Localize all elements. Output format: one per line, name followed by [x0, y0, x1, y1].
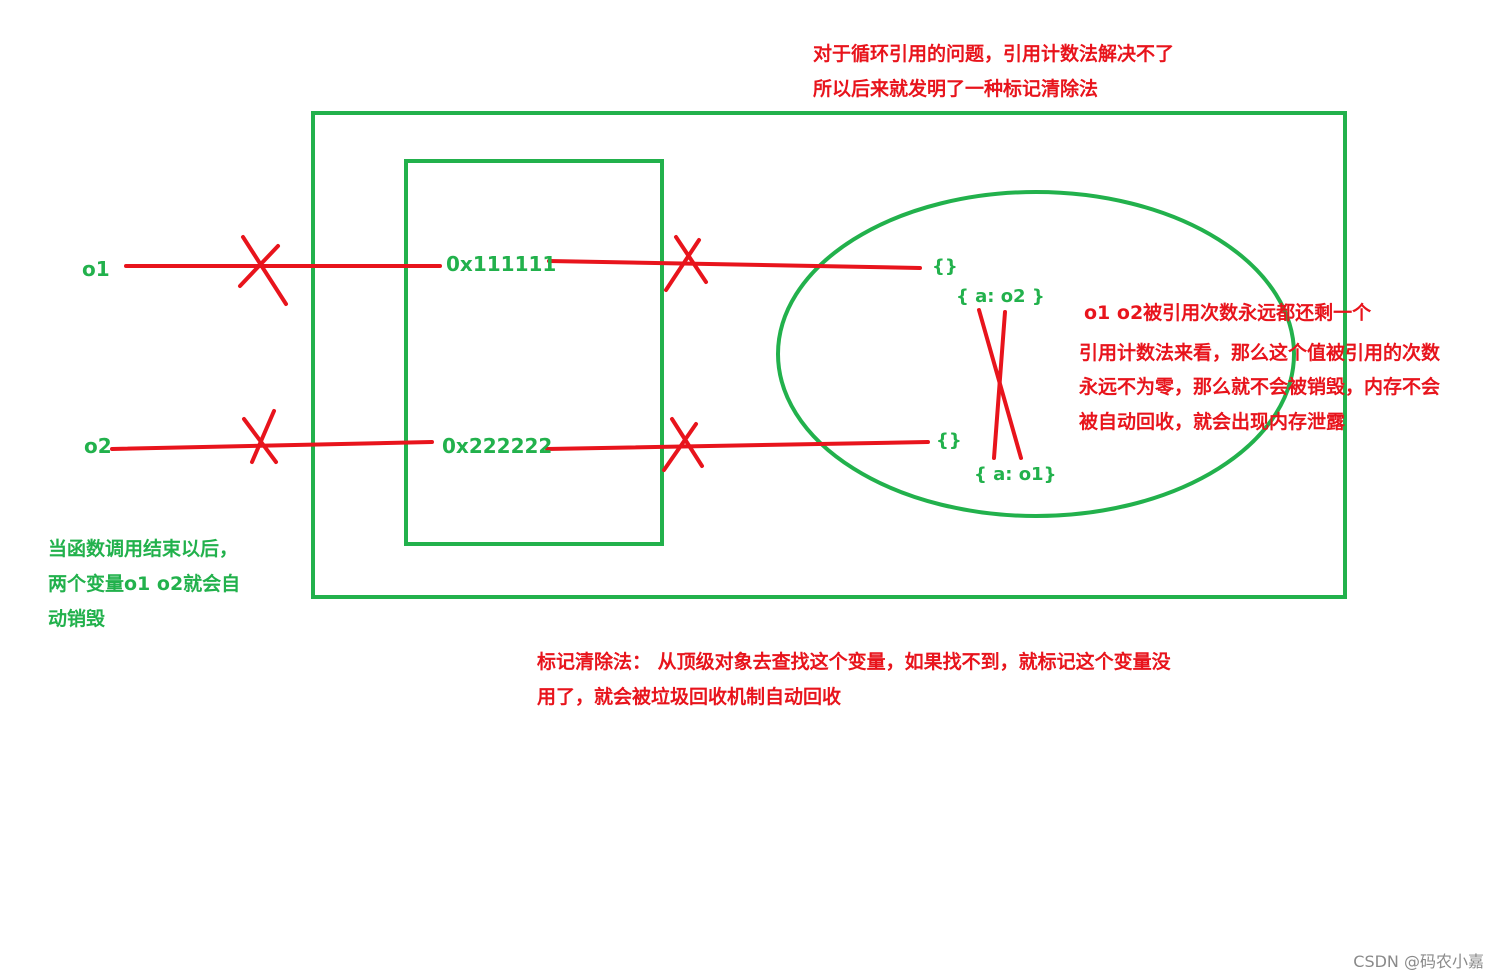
note-function-end-line1: 当函数调用结束以后， [48, 538, 239, 560]
note-mark-sweep-invented: 所以后来就发明了一种标记清除法 [813, 78, 1099, 100]
note-reference-count-line3: 永远不为零，那么就不会被销毁，内存不会 [1079, 376, 1441, 398]
cross-mark-o1 [238, 235, 288, 306]
note-reference-count-line4: 被自动回收，就会出现内存泄露 [1079, 411, 1346, 433]
address-label-1: 0x111111 [446, 252, 557, 276]
heap-ellipse [776, 190, 1296, 518]
note-circular-reference-problem: 对于循环引用的问题，引用计数法解决不了 [813, 43, 1175, 65]
heap-object-2-property: { a: o1} [974, 464, 1057, 485]
note-reference-count-remaining: o1 o2被引用次数永远都还剩一个 [1084, 302, 1372, 324]
outer-scope-box [311, 111, 1347, 599]
note-mark-sweep-line2: 用了，就会被垃圾回收机制自动回收 [537, 686, 842, 708]
variable-label-o2: o2 [84, 434, 112, 458]
cross-mark-o2 [242, 409, 278, 464]
cross-mark-addr1 [664, 235, 708, 292]
circular-reference-cross [977, 308, 1023, 460]
addr1-to-obj1-line [547, 259, 922, 270]
stack-memory-box [404, 159, 664, 546]
heap-object-1: {} [932, 256, 958, 277]
heap-object-2: {} [936, 430, 962, 451]
note-function-end-line2: 两个变量o1 o2就会自 [48, 573, 241, 595]
cross-mark-addr2 [662, 417, 704, 472]
address-label-2: 0x222222 [442, 434, 553, 458]
addr2-to-obj2-line [545, 440, 930, 451]
variable-label-o1: o1 [82, 257, 110, 281]
note-reference-count-line2: 引用计数法来看，那么这个值被引用的次数 [1079, 342, 1441, 364]
note-mark-sweep-line1: 标记清除法： 从顶级对象去查找这个变量，如果找不到，就标记这个变量没 [537, 651, 1171, 673]
csdn-watermark: CSDN @码农小嘉 [1353, 952, 1484, 971]
heap-object-1-property: { a: o2 } [956, 286, 1045, 307]
o2-reference-line [110, 440, 434, 451]
note-function-end-line3: 动销毁 [48, 608, 106, 630]
